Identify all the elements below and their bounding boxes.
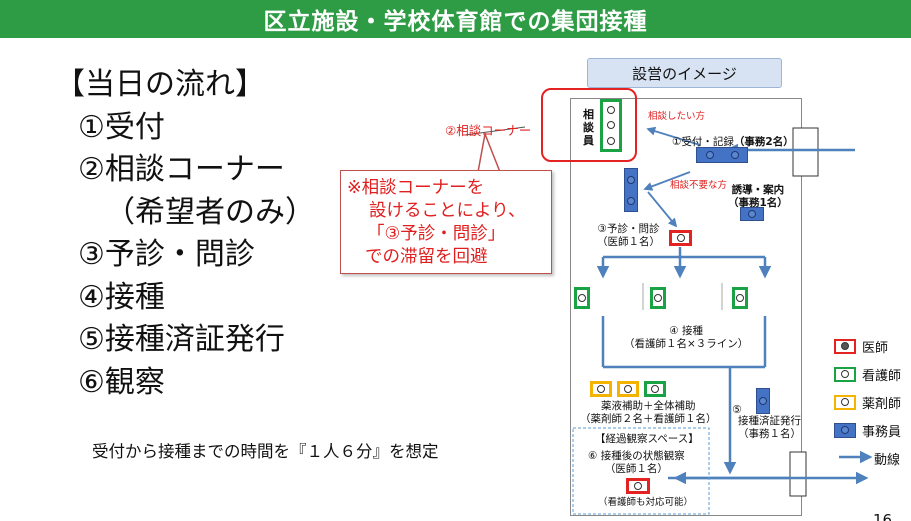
observation-area-label: 【経過観察スペース】 — [595, 433, 699, 445]
observation-area-border — [572, 427, 710, 515]
callout-line-4: での滞留を回避 — [365, 247, 488, 267]
legend-doctor: 医師 — [834, 336, 911, 356]
vaccination-label: ④ 接種 （看護師１名×３ライン） — [624, 325, 749, 350]
seat-icon — [627, 196, 635, 205]
seat-icon — [676, 234, 685, 242]
vaccination-line-1 — [574, 287, 590, 309]
observation-label: ⑥ 接種後の状態観察 （医師１名） — [588, 450, 685, 475]
screening-doctor-station — [669, 230, 692, 246]
entrance-door — [725, 127, 855, 177]
seat-icon — [705, 151, 714, 159]
flow-step-reception: ①受付 — [78, 109, 165, 145]
callout-box: ※相談コーナーを 設けることにより、 「③予診・問診」 での滞留を回避 — [340, 170, 552, 274]
observation-note: （看護師も対応可能） — [598, 497, 694, 508]
flow-step-observation: ⑥観察 — [78, 364, 165, 400]
seat-icon — [607, 105, 615, 114]
seat-icon — [651, 385, 659, 393]
prep-pharmacist-station-2 — [617, 381, 639, 397]
observation-doctor-station — [626, 478, 650, 494]
diagram-title: 設営のイメージ — [587, 58, 782, 88]
flow-step-consultation: ②相談コーナー — [78, 152, 285, 187]
legend-clerk: 事務員 — [834, 420, 911, 440]
reception-clerk-station — [696, 147, 748, 163]
seat-icon — [578, 294, 586, 302]
consult-booth-label: 相 談 員 — [583, 108, 594, 147]
consult-corner-highlight — [541, 88, 637, 162]
doctor-swatch-icon — [834, 338, 856, 354]
seat-icon — [736, 294, 744, 302]
seat-icon — [624, 385, 632, 393]
callout-line-1: ※相談コーナーを — [347, 178, 485, 198]
daily-flow-list: 【当日の流れ】 ①受付 ②相談コーナー （希望者のみ） ③予診・問診 ④接種 ⑤… — [55, 64, 315, 404]
seat-icon — [627, 175, 635, 184]
legend-nurse: 看護師 — [834, 364, 911, 384]
seat-icon — [607, 121, 615, 130]
callout-line-3: 「③予診・問診」 — [367, 224, 506, 244]
guide-clerk-station — [740, 207, 764, 221]
prep-label: 薬液補助＋全体補助 （薬剤師２名＋看護師１名） — [580, 400, 717, 425]
page-number: 16 — [873, 511, 893, 521]
clerk-swatch-icon — [834, 422, 856, 438]
seat-icon — [634, 482, 642, 490]
exit-door — [789, 451, 807, 497]
flow-step-screening: ③予診・問診 — [78, 237, 255, 272]
seat-icon — [748, 210, 756, 218]
slide-title: 区立施設・学校体育館での集団接種 — [0, 0, 911, 38]
seat-icon — [597, 385, 605, 393]
flow-step-vaccination: ④接種 — [78, 279, 165, 315]
waiting-bench — [624, 168, 638, 212]
flow-heading: 【当日の流れ】 — [55, 67, 265, 102]
pharmacist-swatch-icon — [834, 394, 856, 410]
prep-pharmacist-station-1 — [590, 381, 612, 397]
seat-icon — [730, 151, 739, 159]
venue-floor-plan — [570, 98, 802, 516]
consultant-nurse-station — [600, 99, 622, 152]
vaccination-line-2 — [650, 287, 666, 309]
callout-line-2: 設けることにより、 — [369, 201, 526, 221]
seat-icon — [654, 294, 662, 302]
legend-pharmacist: 薬剤師 — [834, 392, 911, 412]
seat-icon — [759, 397, 767, 405]
vaccination-line-3 — [732, 287, 748, 309]
flow-step-certificate: ⑤接種済証発行 — [78, 322, 285, 357]
reception-label: ①受付・記録（事務2名） — [672, 136, 794, 148]
time-assumption-note: 受付から接種までの時間を『１人６分』を想定 — [92, 442, 439, 461]
guide-label: 誘導・案内 （事務1名） — [728, 184, 788, 209]
prep-nurse-station — [644, 381, 666, 397]
legend-flow: 動線 — [874, 452, 901, 468]
no-consult-label: 相談不要な方 — [670, 180, 728, 191]
want-consult-label: 相談したい方 — [648, 111, 706, 122]
consult-corner-label: ②相談コーナー — [445, 123, 532, 138]
flow-step-consultation-note: （希望者のみ） — [105, 194, 315, 230]
certificate-label: 接種済証発行 （事務１名） — [738, 415, 801, 440]
seat-icon — [607, 137, 615, 146]
nurse-swatch-icon — [834, 366, 856, 382]
certificate-clerk-station — [756, 388, 770, 414]
screening-label: ③予診・問診 （医師１名） — [597, 223, 660, 248]
certificate-number: ⑤ — [732, 403, 742, 416]
